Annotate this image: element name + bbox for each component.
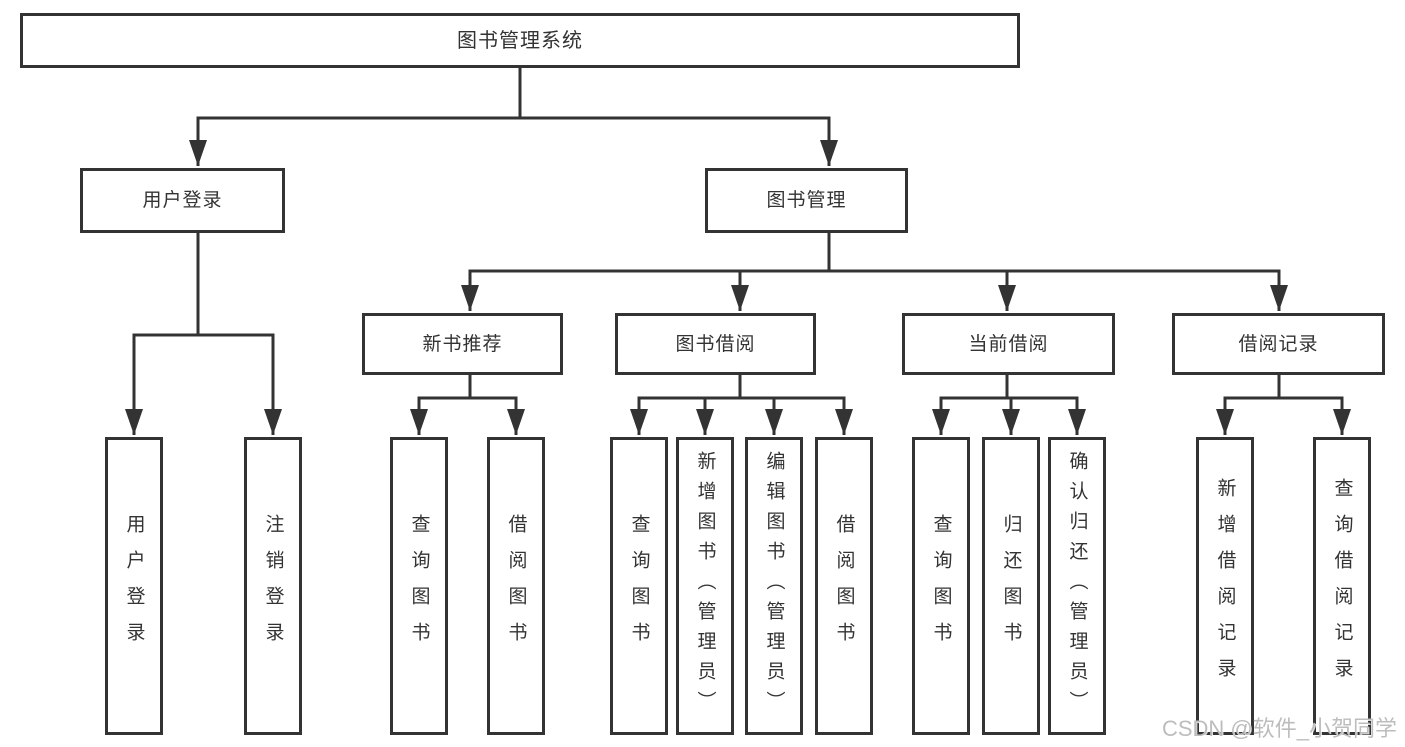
leaf-borrow-books: 借阅图书 (815, 437, 873, 735)
tree-edges (125, 68, 1351, 435)
leaf-confirm-return-admin: 确认归还（管理员） (1048, 437, 1106, 735)
leaf-borrow-books-recommend: 借阅图书 (487, 437, 545, 735)
leaf-query-borrow-record: 查询借阅记录 (1313, 437, 1371, 735)
node-book-borrow: 图书借阅 (615, 313, 816, 375)
leaf-query-books-current: 查询图书 (912, 437, 970, 735)
leaf-edit-books-admin: 编辑图书（管理员） (745, 437, 803, 735)
leaf-add-books-admin: 新增图书（管理员） (676, 437, 734, 735)
leaf-query-books-borrow: 查询图书 (610, 437, 668, 735)
watermark: CSDN @软件_小贺同学 (1161, 716, 1397, 741)
node-book-management: 图书管理 (705, 168, 908, 233)
leaf-add-borrow-record: 新增借阅记录 (1196, 437, 1254, 735)
node-user-login: 用户登录 (80, 168, 285, 233)
node-new-book-recommend: 新书推荐 (362, 313, 563, 375)
node-current-borrow: 当前借阅 (902, 313, 1115, 375)
leaf-return-books: 归还图书 (982, 437, 1040, 735)
leaf-logout: 注销登录 (244, 437, 302, 735)
leaf-user-login: 用户登录 (105, 437, 163, 735)
node-root-library-system: 图书管理系统 (20, 13, 1020, 68)
node-borrow-records: 借阅记录 (1172, 313, 1385, 375)
leaf-query-books-recommend: 查询图书 (390, 437, 448, 735)
